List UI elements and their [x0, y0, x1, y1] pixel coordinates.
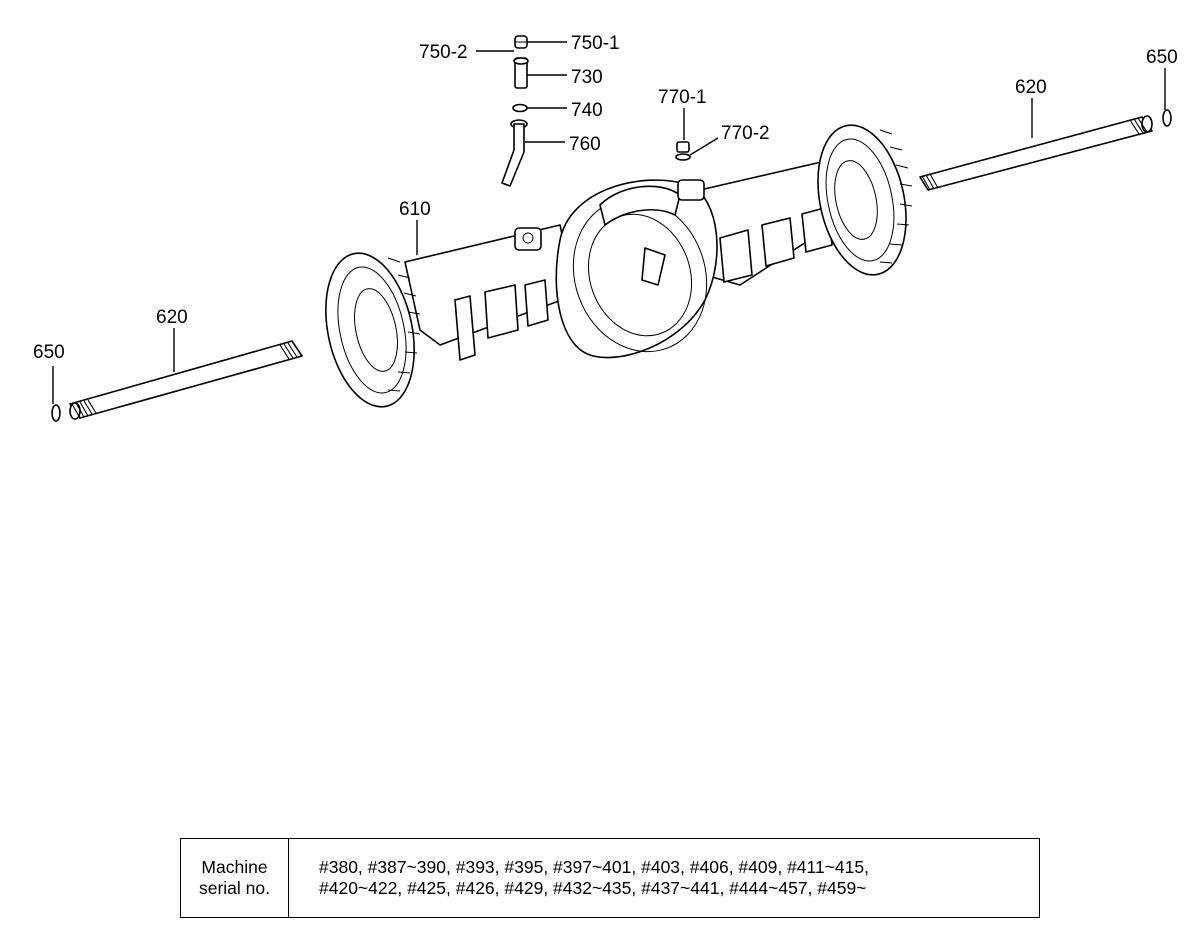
- callout-750-1: 750-1: [571, 33, 620, 54]
- left-axle-shaft: [69, 340, 303, 420]
- callout-740: 740: [571, 100, 603, 121]
- callout-760: 760: [569, 134, 601, 155]
- callout-620-right: 620: [1015, 77, 1047, 98]
- breather-cap: [514, 35, 528, 49]
- machine-serial-table: Machine serial no. #380, #387~390, #393,…: [180, 838, 1040, 918]
- breather-body: [513, 57, 529, 89]
- callout-650-right: 650: [1146, 47, 1178, 68]
- callout-610: 610: [399, 199, 431, 220]
- callout-770-1: 770-1: [658, 87, 707, 108]
- drain-plug: [675, 141, 691, 161]
- breather-pipe: [501, 119, 528, 187]
- serial-header-line-1: Machine: [201, 857, 268, 877]
- breather-washer: [512, 103, 528, 113]
- serial-header-line-2: serial no.: [198, 878, 270, 898]
- axle-housing: [325, 124, 913, 408]
- callout-730: 730: [571, 67, 603, 88]
- callout-650-left: 650: [33, 342, 65, 363]
- serial-numbers-line-2: #420~422, #425, #426, #429, #432~435, #4…: [319, 878, 867, 898]
- right-axle-shaft: [919, 115, 1153, 191]
- callout-750-2: 750-2: [419, 42, 468, 63]
- serial-table-header: Machine serial no.: [181, 839, 289, 917]
- left-snap-ring: [51, 404, 61, 422]
- serial-numbers-line-1: #380, #387~390, #393, #395, #397~401, #4…: [319, 857, 869, 877]
- callout-620-left: 620: [156, 307, 188, 328]
- callout-770-2: 770-2: [721, 123, 770, 144]
- right-snap-ring: [1162, 109, 1172, 127]
- leader-lines: [52, 41, 1166, 404]
- serial-number-list: #380, #387~390, #393, #395, #397~401, #4…: [289, 839, 1039, 917]
